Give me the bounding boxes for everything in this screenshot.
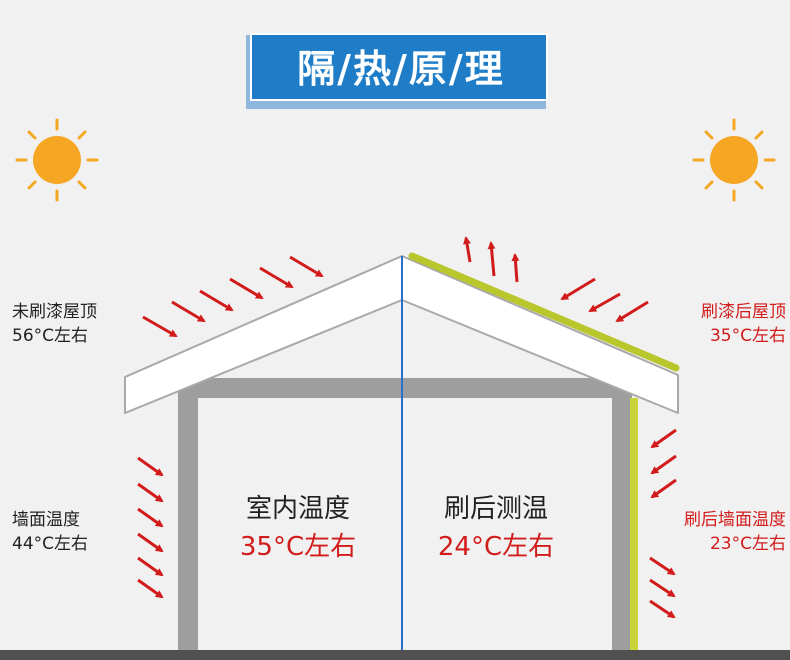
left-wall	[178, 378, 198, 650]
right-wall	[612, 378, 632, 650]
heat-arrow-icon	[137, 456, 164, 599]
right-room-temp: 24°C左右	[437, 532, 555, 562]
left-room-temp: 35°C左右	[239, 532, 357, 562]
right-roof-label: 刷漆后屋顶 35°C左右	[701, 300, 786, 348]
heat-arrow-icon	[463, 236, 520, 283]
right-wall-label: 刷后墙面温度 23°C左右	[684, 508, 786, 556]
left-wall-label: 墙面温度 44°C左右	[12, 508, 88, 556]
left-wall-label-title: 墙面温度	[12, 510, 80, 530]
right-room-label: 刷后测温 24°C左右	[416, 491, 576, 567]
heat-arrow-icon	[649, 556, 676, 619]
left-wall-label-temp: 44°C左右	[12, 534, 89, 554]
ground-line	[0, 650, 790, 660]
left-roof-label-temp: 56°C左右	[12, 326, 89, 346]
left-roof-label: 未刷漆屋顶 56°C左右	[12, 300, 97, 348]
right-wall-label-temp: 23°C左右	[709, 534, 786, 554]
sun-icon	[15, 118, 99, 202]
heat-arrow-icon	[560, 277, 649, 323]
ceiling-beam	[178, 378, 632, 398]
sun-icon	[692, 118, 776, 202]
heat-arrow-icon	[650, 428, 677, 499]
right-wall-label-title: 刷后墙面温度	[684, 510, 786, 530]
right-room-title: 刷后测温	[443, 494, 548, 524]
left-room-title: 室内温度	[245, 494, 350, 524]
roof-coating	[408, 252, 680, 372]
left-room-label: 室内温度 35°C左右	[218, 491, 378, 567]
right-roof-label-temp: 35°C左右	[709, 326, 786, 346]
title-banner: 隔/热/原/理	[246, 33, 554, 109]
left-roof-label-title: 未刷漆屋顶	[12, 302, 97, 322]
title-box: 隔/热/原/理	[250, 33, 548, 101]
page-title: 隔/热/原/理	[297, 47, 505, 91]
heat-arrow-icon	[142, 255, 324, 338]
wall-coating	[630, 398, 638, 650]
right-roof-label-title: 刷漆后屋顶	[701, 302, 786, 322]
